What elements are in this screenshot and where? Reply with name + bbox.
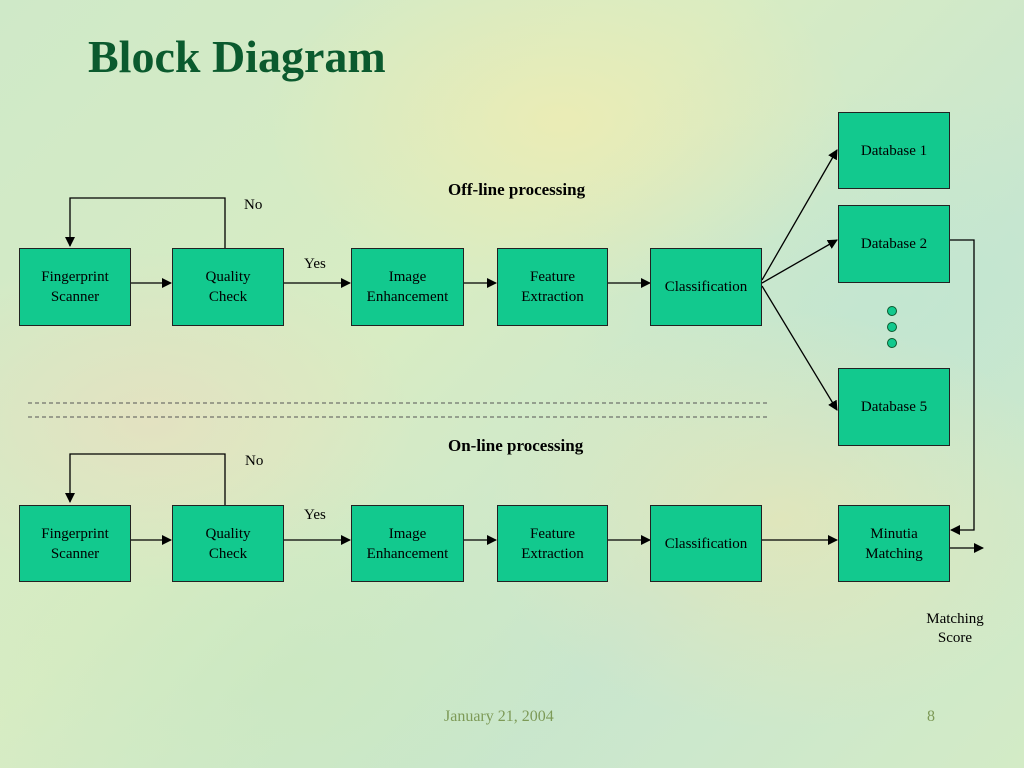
offline-no-loop (65, 197, 226, 248)
database-5-box: Database 5 (838, 368, 950, 446)
offline-image-enhancement-box: Image Enhancement (351, 248, 464, 326)
box-label: Fingerprint Scanner (41, 525, 109, 562)
online-classification-box: Classification (650, 505, 762, 582)
online-feature-extraction-box: Feature Extraction (497, 505, 608, 582)
online-fingerprint-scanner-box: Fingerprint Scanner (19, 505, 131, 582)
online-no-label: No (245, 453, 264, 469)
ellipsis-dots (887, 306, 901, 356)
online-section-label: On-line processing (448, 436, 584, 455)
offline-yes-label: Yes (304, 256, 326, 272)
box-label: Database 5 (860, 399, 928, 415)
offline-no-label: No (244, 197, 263, 213)
offline-quality-check-box: Quality Check (172, 248, 284, 326)
dot (887, 338, 897, 348)
box-label: Quality Check (205, 269, 251, 305)
minutia-matching-box: Minutia Matching (838, 505, 950, 582)
footer-date: January 21, 2004 (444, 708, 554, 725)
database-2-box: Database 2 (838, 205, 950, 283)
online-yes-label: Yes (304, 507, 326, 523)
offline-feature-extraction-box: Feature Extraction (497, 248, 608, 326)
box-label: Classification (664, 535, 748, 552)
database-1-box: Database 1 (838, 112, 950, 189)
box-label: Feature Extraction (521, 525, 584, 562)
dot (887, 306, 897, 316)
online-no-loop (65, 453, 226, 505)
dot (887, 322, 897, 332)
arrow-class-db2 (761, 239, 838, 284)
online-quality-check-box: Quality Check (172, 505, 284, 582)
matching-score-label: Matching Score (926, 611, 984, 646)
page-title: Block Diagram (88, 31, 386, 82)
arrow-class-db5 (761, 285, 838, 411)
box-label: Image Enhancement (366, 525, 449, 562)
box-label: Database 1 (860, 142, 928, 159)
box-label: Feature Extraction (521, 269, 584, 305)
offline-fingerprint-scanner-box: Fingerprint Scanner (19, 248, 131, 326)
box-label: Minutia Matching (865, 525, 923, 562)
arrow-db2-matching (949, 239, 975, 535)
online-image-enhancement-box: Image Enhancement (351, 505, 464, 582)
box-label: Quality Check (205, 525, 251, 562)
arrow-class-db1 (761, 149, 838, 281)
box-label: Database 2 (860, 236, 928, 252)
footer-page-number: 8 (927, 708, 935, 725)
box-label: Fingerprint Scanner (41, 269, 109, 305)
box-label: Image Enhancement (366, 269, 449, 305)
offline-section-label: Off-line processing (448, 180, 586, 199)
offline-classification-box: Classification (650, 248, 762, 326)
box-label: Classification (664, 279, 748, 295)
